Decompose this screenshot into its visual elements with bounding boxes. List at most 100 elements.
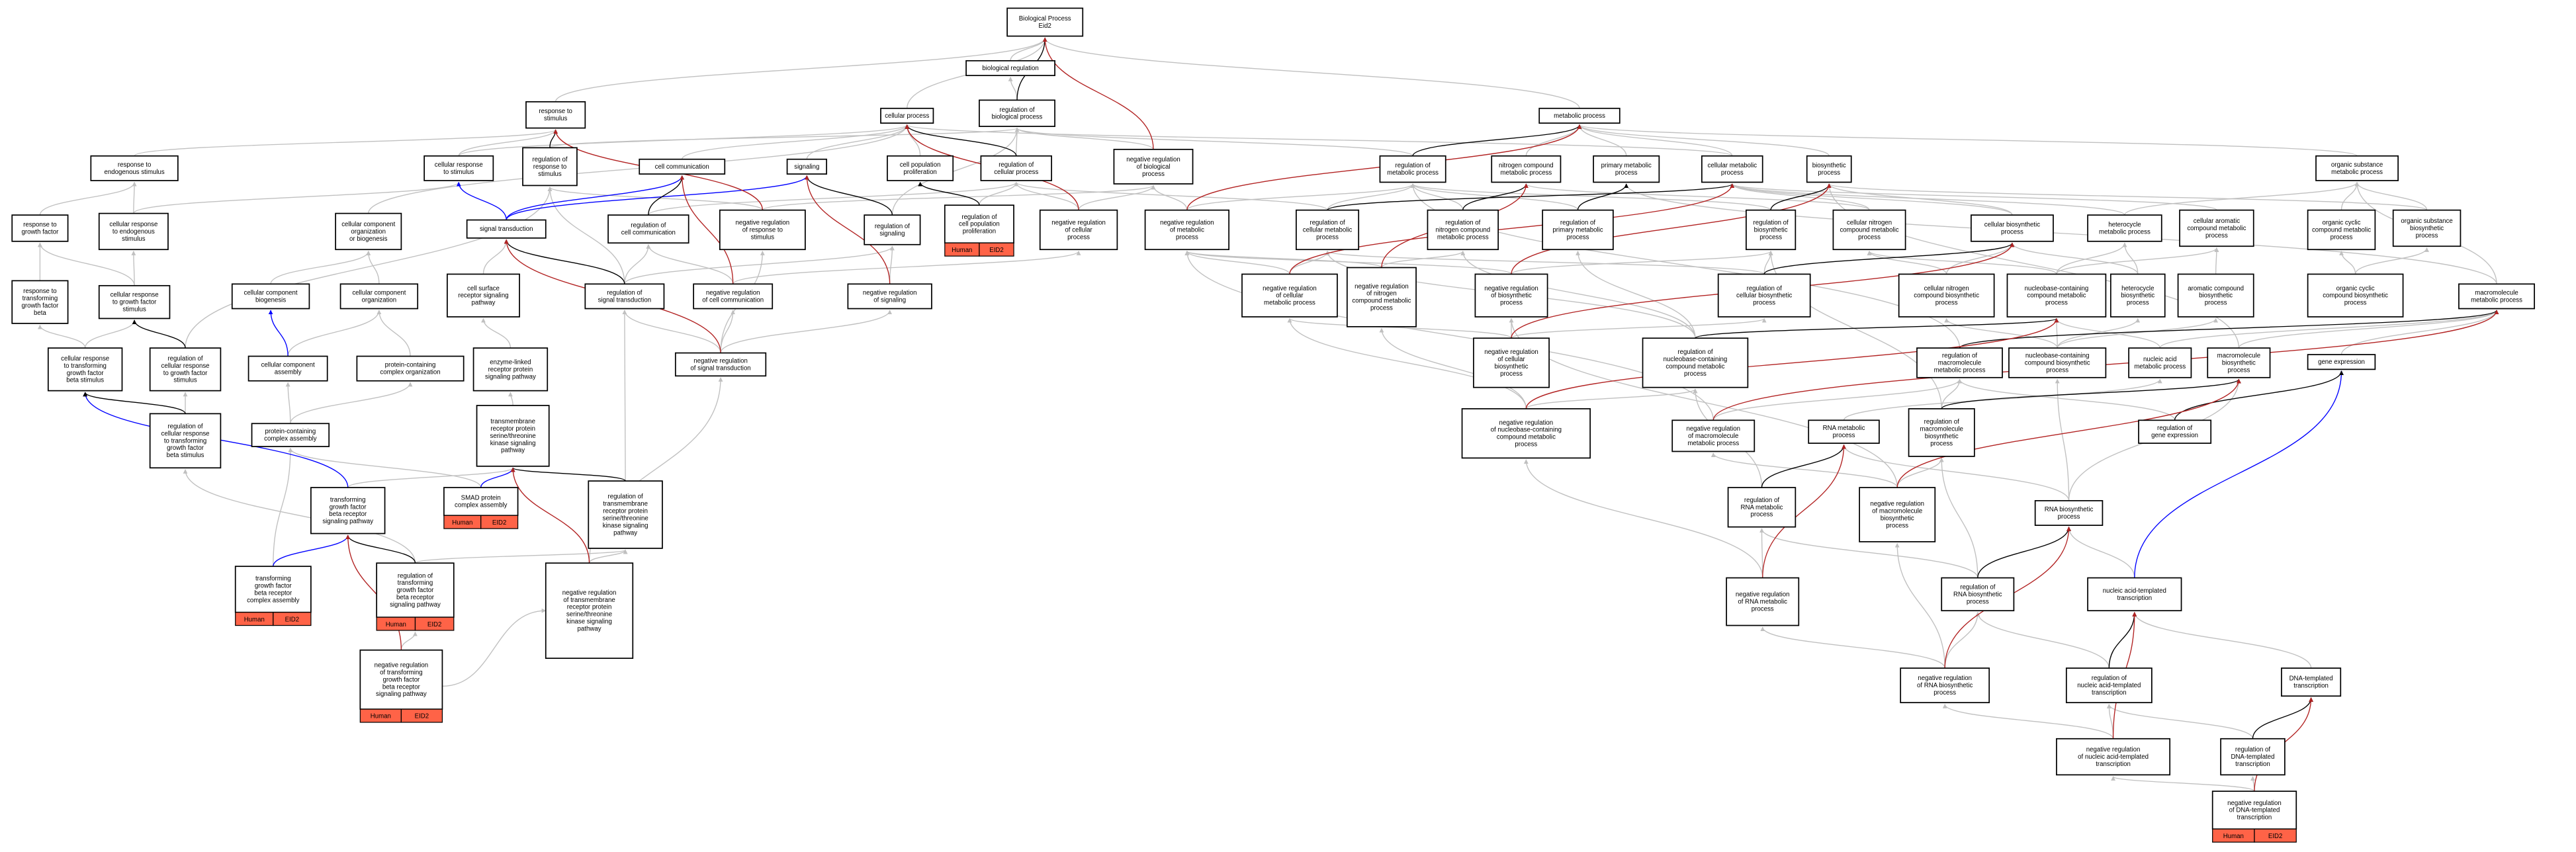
go-term-node-st[interactable]: signal transduction xyxy=(466,219,547,239)
edge-is-a xyxy=(1525,124,1582,156)
go-term-node-rmbp[interactable]: regulation ofmacromoleculebiosyntheticpr… xyxy=(1908,408,1975,457)
go-term-node-ge[interactable]: gene expression xyxy=(2307,354,2376,370)
node-box xyxy=(1701,155,1763,183)
go-term-node-cc[interactable]: cell communication xyxy=(639,158,726,175)
go-term-node-cp[interactable]: cellular process xyxy=(880,107,934,124)
go-term-node-sig[interactable]: signaling xyxy=(786,158,828,175)
go-term-node-rnbcmp[interactable]: regulation ofnucleobase-containingcompou… xyxy=(1642,337,1749,388)
go-term-node-breg[interactable]: biological regulation xyxy=(965,60,1055,77)
go-term-node-mp[interactable]: metabolic process xyxy=(1538,107,1621,124)
